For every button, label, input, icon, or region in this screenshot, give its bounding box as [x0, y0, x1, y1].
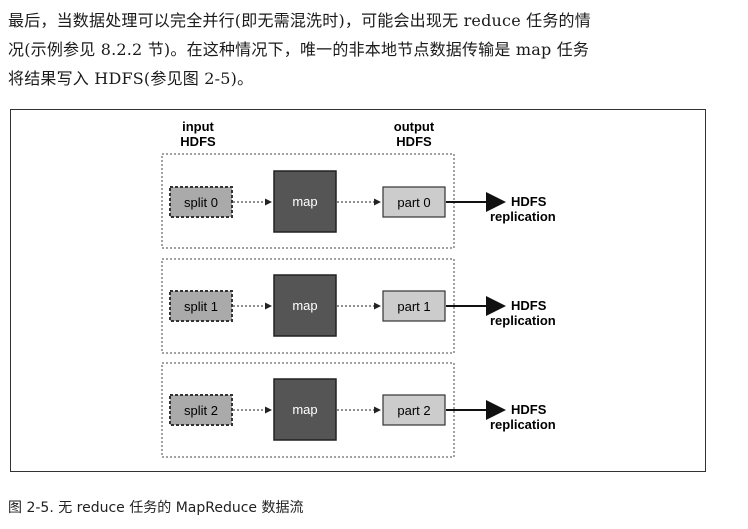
map-box — [273, 378, 337, 441]
part-label: part 2 — [397, 403, 430, 418]
node-group-box — [161, 258, 455, 354]
paragraph-line-2: 况(示例参见 8.2.2 节)。在这种情况下，唯一的非本地节点数据传输是 map… — [8, 40, 590, 59]
map-box — [273, 274, 337, 337]
paragraph-line-3: 将结果写入 HDFS(参见图 2-5)。 — [8, 69, 254, 88]
split-label: split 1 — [184, 299, 218, 314]
replication-label-line1: HDFS — [511, 298, 547, 313]
node-group-box — [161, 153, 455, 249]
map-label: map — [292, 298, 317, 313]
data-flow-row-2: split 2 map part 2 HDFS replication — [161, 362, 556, 458]
replication-label-line2: replication — [490, 209, 556, 224]
map-box — [273, 170, 337, 233]
part-box — [382, 186, 446, 218]
map-label: map — [292, 194, 317, 209]
split-box — [169, 290, 233, 322]
part-box — [382, 290, 446, 322]
figure-caption: 图 2-5. 无 reduce 任务的 MapReduce 数据流 — [8, 500, 304, 516]
part-box — [382, 394, 446, 426]
paragraph-line-1: 最后，当数据处理可以完全并行(即无需混洗时)，可能会出现无 reduce 任务的… — [8, 11, 591, 30]
data-flow-row-1: split 1 map part 1 HDFS replication — [161, 258, 556, 354]
map-label: map — [292, 402, 317, 417]
data-flow-row-0: split 0 map part 0 HDFS replication — [161, 153, 556, 249]
split-box — [169, 394, 233, 426]
replication-label-line2: replication — [490, 417, 556, 432]
body-paragraph: 最后，当数据处理可以完全并行(即无需混洗时)，可能会出现无 reduce 任务的… — [8, 6, 743, 93]
part-label: part 1 — [397, 299, 430, 314]
input-label-line1: input — [182, 119, 214, 134]
replication-label-line1: HDFS — [511, 194, 547, 209]
figure-frame: input HDFS output HDFS split 0 map part … — [10, 109, 706, 472]
input-label-line2: HDFS — [180, 134, 216, 149]
split-label: split 2 — [184, 403, 218, 418]
node-group-box — [161, 362, 455, 458]
output-label-line1: output — [394, 119, 435, 134]
replication-label-line1: HDFS — [511, 402, 547, 417]
output-label-line2: HDFS — [396, 134, 432, 149]
part-label: part 0 — [397, 195, 430, 210]
replication-label-line2: replication — [490, 313, 556, 328]
split-label: split 0 — [184, 195, 218, 210]
mapreduce-diagram: input HDFS output HDFS split 0 map part … — [161, 119, 556, 458]
split-box — [169, 186, 233, 218]
